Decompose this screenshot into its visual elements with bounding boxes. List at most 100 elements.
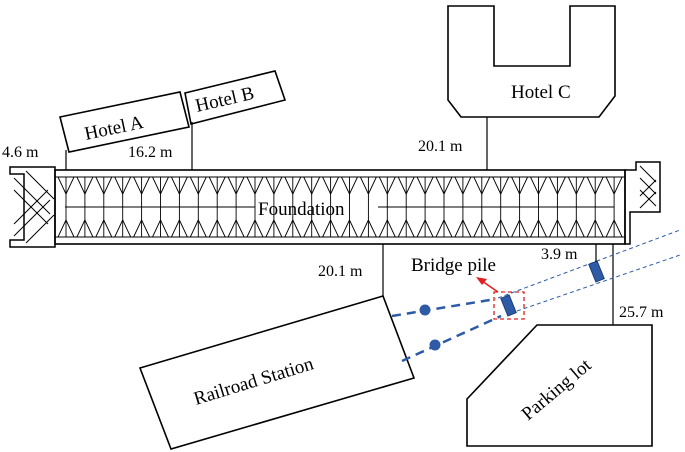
truss-diagonal <box>416 219 426 238</box>
track-lower-thin <box>516 254 681 312</box>
truss-diagonal <box>208 219 218 238</box>
truss-diagonal <box>189 219 199 238</box>
truss-diagonal <box>605 176 615 195</box>
truss-diagonal <box>170 219 180 238</box>
truss-diagonal <box>424 176 434 195</box>
truss-diagonal <box>349 219 358 238</box>
bridge-pile-distance: 3.9 m <box>541 246 578 263</box>
truss-diagonal <box>367 219 377 238</box>
truss-diagonal <box>530 219 539 238</box>
truss-diagonal <box>170 176 180 195</box>
truss-diagonal <box>349 176 358 195</box>
truss-diagonal <box>613 176 623 195</box>
truss-diagonal <box>367 176 377 195</box>
foundation-left-end <box>9 166 56 248</box>
truss-diagonal <box>538 219 547 238</box>
truss-diagonal <box>594 176 604 195</box>
foundation-right-end <box>624 161 661 245</box>
truss-diagonal <box>435 176 445 195</box>
truss-diagonal <box>462 176 472 195</box>
bridge-pile-arrow <box>481 280 499 293</box>
foundation-right-hatch <box>639 165 657 209</box>
truss-diagonal <box>424 219 434 238</box>
truss-diagonal <box>386 176 396 195</box>
truss-diagonal <box>133 219 143 238</box>
truss-diagonal <box>511 219 521 238</box>
truss-diagonal <box>511 176 521 195</box>
truss-diagonal <box>548 219 558 238</box>
truss-diagonal <box>133 176 143 195</box>
truss-diagonal <box>378 176 388 195</box>
truss-diagonal <box>473 219 483 238</box>
truss-diagonal <box>519 219 529 238</box>
truss-diagonal <box>246 176 256 195</box>
truss-diagonal <box>454 219 464 238</box>
truss-diagonal <box>303 176 313 195</box>
truss-diagonal <box>114 219 124 238</box>
truss-diagonal <box>227 176 237 195</box>
truss-diagonal <box>103 176 113 195</box>
truss-diagonal <box>330 176 340 195</box>
truss-diagonal <box>284 176 294 195</box>
truss-diagonal <box>386 219 396 238</box>
truss-diagonal <box>443 219 453 238</box>
truss-diagonal <box>311 176 321 195</box>
truss-diagonal <box>160 219 169 238</box>
truss-diagonal <box>160 176 169 195</box>
truss-diagonal <box>103 219 113 238</box>
railway-lines <box>391 229 681 363</box>
truss-diagonal <box>575 219 585 238</box>
truss-diagonal <box>538 176 547 195</box>
truss-diagonal <box>530 176 539 195</box>
truss-diagonal <box>273 219 283 238</box>
truss-diagonal <box>397 219 407 238</box>
truss-diagonal <box>178 176 188 195</box>
truss-diagonal <box>178 219 188 238</box>
truss-diagonal <box>84 176 94 195</box>
hotel-a-building <box>59 91 190 153</box>
track-upper-thin <box>497 229 681 299</box>
parking-lot-area <box>466 324 653 447</box>
track-marker-lower <box>429 339 441 351</box>
bridge-pile-label: Bridge pile <box>411 255 496 276</box>
truss-diagonal <box>152 176 161 195</box>
truss-diagonal <box>556 219 566 238</box>
truss-diagonal <box>405 176 415 195</box>
truss-diagonal <box>197 219 207 238</box>
truss-diagonal <box>341 176 350 195</box>
truss-diagonal <box>605 219 615 238</box>
truss-diagonal <box>254 176 264 195</box>
truss-diagonal <box>378 219 388 238</box>
truss-diagonal <box>500 219 510 238</box>
truss-diagonal <box>122 219 132 238</box>
hotel-c-label: Hotel C <box>511 82 571 103</box>
truss-diagonal <box>567 219 577 238</box>
parking-lot-label: Parking lot <box>518 354 596 424</box>
bridge-pile-highlight-box <box>493 291 525 320</box>
truss-diagonal <box>443 176 453 195</box>
foundation-structure <box>9 161 661 248</box>
truss-diagonal <box>594 219 604 238</box>
truss-diagonal <box>152 219 161 238</box>
truss-diagonal <box>122 176 132 195</box>
truss-diagonal <box>114 176 124 195</box>
truss-diagonal <box>586 219 596 238</box>
foundation-left-hatch <box>13 170 55 244</box>
truss-diagonal <box>473 176 483 195</box>
truss-diagonal <box>227 219 237 238</box>
bridge-pile-left <box>500 294 517 317</box>
truss-diagonal <box>216 176 226 195</box>
railroad-station-label: Railroad Station <box>191 353 316 409</box>
truss-diagonal <box>500 176 510 195</box>
truss-diagonal <box>359 219 369 238</box>
truss-diagonal <box>519 176 529 195</box>
truss-diagonal <box>65 176 75 195</box>
truss-diagonal <box>405 219 415 238</box>
truss-diagonal <box>246 219 256 238</box>
truss-diagonal <box>95 176 105 195</box>
railroad-station-distance: 20.1 m <box>318 263 363 280</box>
foundation-label: Foundation <box>258 199 345 220</box>
truss-diagonal <box>84 219 94 238</box>
track-marker-upper <box>419 304 431 316</box>
